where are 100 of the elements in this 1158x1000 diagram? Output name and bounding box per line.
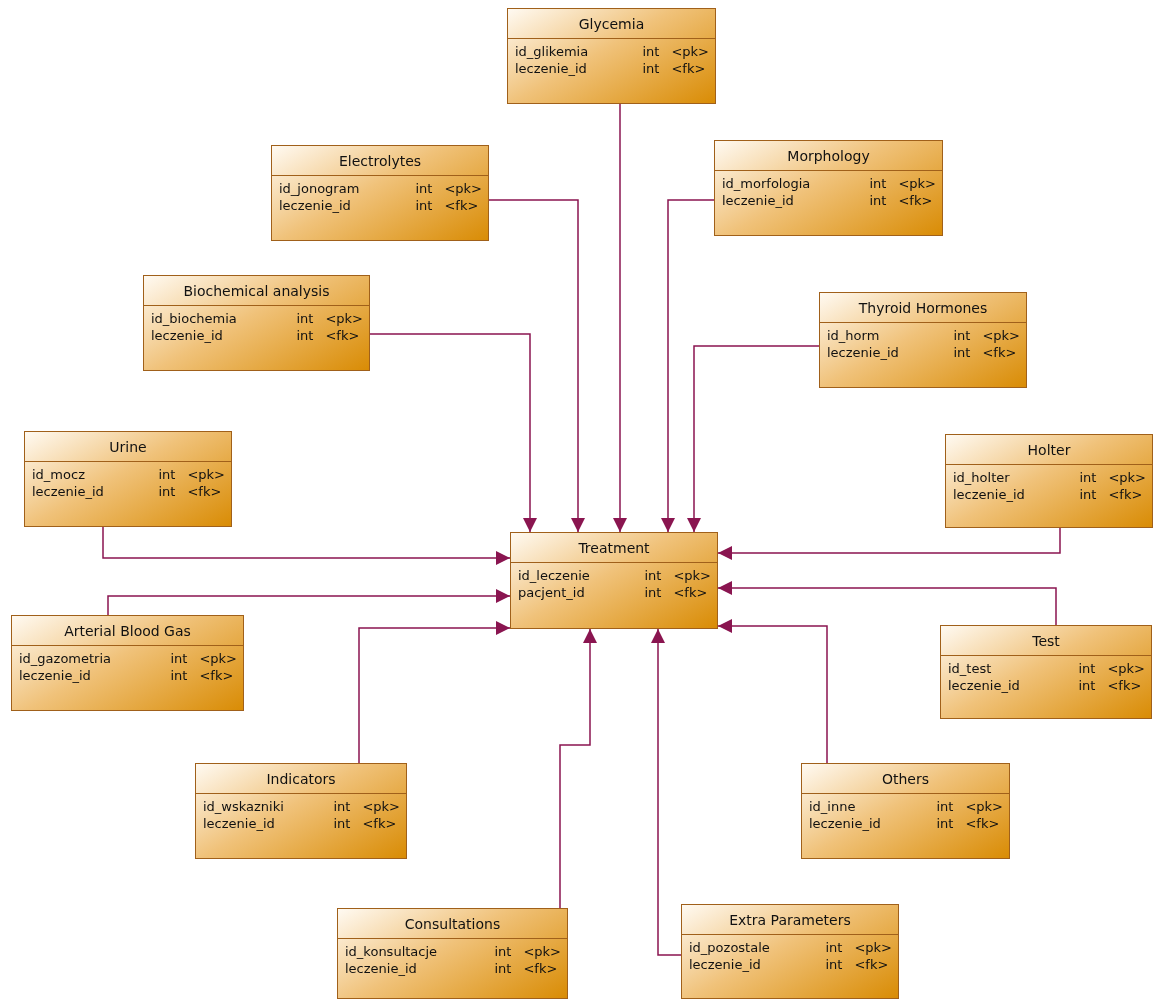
column-type: int xyxy=(642,61,660,76)
relationship-arrow xyxy=(559,628,597,909)
column-name: id_gazometria xyxy=(19,651,113,666)
column-name: leczenie_id xyxy=(19,668,92,683)
table-title: Urine xyxy=(25,432,231,462)
column-name: leczenie_id xyxy=(515,61,588,76)
column-name: pacjent_id xyxy=(518,585,586,600)
relationship-arrow xyxy=(488,199,585,533)
key-marker: <fk> xyxy=(671,61,707,76)
column-name: id_pozostale xyxy=(689,940,771,955)
column-type: int xyxy=(494,944,512,959)
column-type: int xyxy=(296,328,314,343)
column-name: id_leczenie xyxy=(518,568,591,583)
entity-table xyxy=(940,625,1152,719)
key-marker: <pk> xyxy=(199,651,237,666)
column-type: int xyxy=(170,668,188,683)
key-marker: <fk> xyxy=(199,668,235,683)
table-title: Test xyxy=(941,626,1151,656)
column-name: leczenie_id xyxy=(203,816,276,831)
key-marker: <pk> xyxy=(187,467,225,482)
column-name: leczenie_id xyxy=(151,328,224,343)
column-type: int xyxy=(825,957,843,972)
key-marker: <pk> xyxy=(325,311,363,326)
column-type: int xyxy=(494,961,512,976)
key-marker: <fk> xyxy=(187,484,223,499)
entity-table xyxy=(507,8,716,104)
relationship-arrow xyxy=(358,621,511,764)
table-title: Indicators xyxy=(196,764,406,794)
column-name: id_morfologia xyxy=(722,176,812,191)
table-title: Holter xyxy=(946,435,1152,465)
key-marker: <fk> xyxy=(898,193,934,208)
column-name: leczenie_id xyxy=(279,198,352,213)
column-type: int xyxy=(936,816,954,831)
column-type: int xyxy=(158,467,176,482)
table-title: Morphology xyxy=(715,141,942,171)
key-marker: <pk> xyxy=(982,328,1020,343)
column-type: int xyxy=(869,176,887,191)
column-type: int xyxy=(1079,470,1097,485)
column-type: int xyxy=(1078,678,1096,693)
column-name: id_wskazniki xyxy=(203,799,285,814)
entity-table xyxy=(714,140,943,236)
relationship-arrow xyxy=(369,333,537,533)
column-type: int xyxy=(333,799,351,814)
key-marker: <pk> xyxy=(898,176,936,191)
column-name: leczenie_id xyxy=(345,961,418,976)
column-name: leczenie_id xyxy=(809,816,882,831)
column-name: id_biochemia xyxy=(151,311,238,326)
table-title: Biochemical analysis xyxy=(144,276,369,306)
relationship-arrow xyxy=(661,199,715,533)
column-type: int xyxy=(1078,661,1096,676)
key-marker: <pk> xyxy=(362,799,400,814)
relationship-arrow xyxy=(717,527,1061,560)
column-type: int xyxy=(158,484,176,499)
column-type: int xyxy=(415,181,433,196)
column-type: int xyxy=(415,198,433,213)
column-name: id_inne xyxy=(809,799,857,814)
column-type: int xyxy=(953,345,971,360)
column-name: id_konsultacje xyxy=(345,944,439,959)
column-type: int xyxy=(869,193,887,208)
key-marker: <fk> xyxy=(1108,487,1144,502)
column-name: leczenie_id xyxy=(948,678,1021,693)
table-title: Electrolytes xyxy=(272,146,488,176)
column-name: leczenie_id xyxy=(953,487,1026,502)
column-type: int xyxy=(170,651,188,666)
column-name: id_horm xyxy=(827,328,881,343)
table-title: Arterial Blood Gas xyxy=(12,616,243,646)
entity-table xyxy=(143,275,370,371)
key-marker: <pk> xyxy=(1107,661,1145,676)
table-title: Glycemia xyxy=(508,9,715,39)
column-name: id_jonogram xyxy=(279,181,361,196)
table-title: Thyroid Hormones xyxy=(820,293,1026,323)
key-marker: <fk> xyxy=(362,816,398,831)
key-marker: <fk> xyxy=(523,961,559,976)
relationship-arrow xyxy=(102,526,511,565)
entity-table xyxy=(801,763,1010,859)
key-marker: <fk> xyxy=(673,585,709,600)
column-type: int xyxy=(825,940,843,955)
key-marker: <pk> xyxy=(1108,470,1146,485)
key-marker: <fk> xyxy=(982,345,1018,360)
key-marker: <pk> xyxy=(673,568,711,583)
key-marker: <fk> xyxy=(1107,678,1143,693)
relationship-arrow xyxy=(651,628,682,956)
entity-table xyxy=(510,532,718,629)
table-title: Others xyxy=(802,764,1009,794)
entity-table xyxy=(945,434,1153,528)
column-name: leczenie_id xyxy=(32,484,105,499)
entity-table xyxy=(681,904,899,999)
column-name: id_holter xyxy=(953,470,1011,485)
relationship-arrow xyxy=(687,345,820,533)
key-marker: <pk> xyxy=(965,799,1003,814)
column-name: id_test xyxy=(948,661,993,676)
entity-table xyxy=(24,431,232,527)
column-type: int xyxy=(642,44,660,59)
column-type: int xyxy=(333,816,351,831)
column-type: int xyxy=(953,328,971,343)
column-type: int xyxy=(936,799,954,814)
column-name: leczenie_id xyxy=(722,193,795,208)
column-name: id_glikemia xyxy=(515,44,590,59)
entity-table xyxy=(337,908,568,999)
key-marker: <fk> xyxy=(444,198,480,213)
